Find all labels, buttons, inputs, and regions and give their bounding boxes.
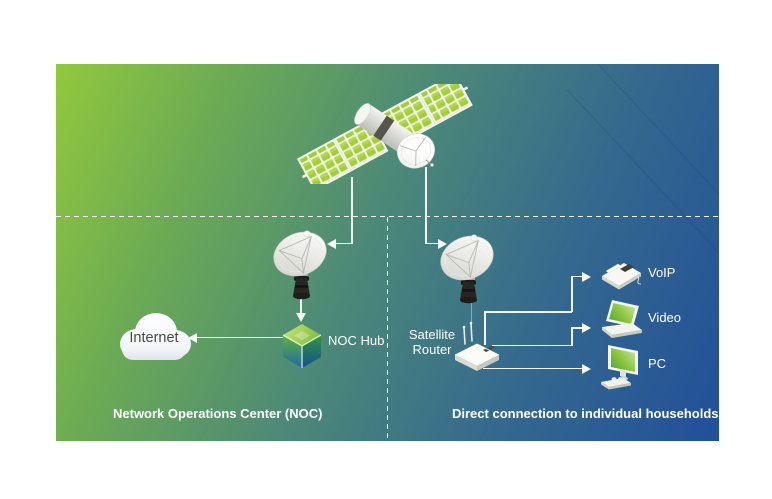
- satellite-dish-icon: [440, 234, 494, 304]
- pc-label: PC: [648, 356, 667, 371]
- arrowhead-right-icon: [582, 323, 591, 333]
- arrowhead-down-icon: [296, 313, 306, 322]
- arrowhead-left-icon: [327, 238, 336, 249]
- connector-router-video: [571, 327, 573, 346]
- desktop-pc-icon: [601, 345, 638, 390]
- connector-satellite-household-dish: [425, 167, 427, 244]
- connector-router-voip: [571, 275, 583, 278]
- connector-satellite-noc-dish: [336, 242, 353, 245]
- router-label-line2: Router: [412, 341, 452, 357]
- voip-phone-icon: [602, 263, 642, 290]
- right-section-title: Direct connection to individual househol…: [452, 406, 719, 421]
- dashed-boundary-horizontal: [56, 215, 719, 218]
- noc-hub-label: NOC Hub: [328, 333, 385, 348]
- decorative-streak: [532, 64, 719, 216]
- connector-router-voip: [484, 311, 572, 313]
- connector-router-video: [571, 327, 583, 329]
- router-icon: [454, 321, 500, 371]
- laptop-icon: [602, 300, 642, 338]
- hub-cube-icon: [282, 324, 322, 368]
- cloud-icon: [120, 313, 191, 360]
- voip-label: VoIP: [648, 265, 676, 280]
- arrowhead-right-icon: [582, 271, 591, 282]
- connector-router-voip: [571, 276, 573, 312]
- connector-satellite-noc-dish: [351, 177, 353, 243]
- connector-satellite-household-dish: [426, 242, 439, 245]
- internet-label: Internet: [129, 330, 179, 346]
- dashed-boundary-vertical: [386, 217, 389, 441]
- satellite-icon: [296, 84, 473, 184]
- router-label: Satellite Router: [404, 327, 460, 357]
- router-label-line1: Satellite: [408, 327, 456, 342]
- connector-dish-router: [471, 289, 472, 335]
- connector-hub-internet: [197, 336, 283, 339]
- left-section-title: Network Operations Center (NOC): [113, 406, 323, 421]
- arrowhead-left-icon: [188, 332, 197, 343]
- network-diagram: Internet NOC Hub Satellite Router: [56, 64, 719, 441]
- decorative-streak: [566, 89, 719, 281]
- connector-router-voip: [484, 311, 486, 345]
- satellite-dish-icon: [273, 230, 327, 300]
- connector-dish-noc-hub: [300, 298, 302, 313]
- connector-router-video: [492, 344, 572, 347]
- arrowhead-right-icon: [438, 238, 447, 249]
- arrowhead-right-icon: [582, 363, 591, 374]
- connector-router-pc: [483, 367, 583, 370]
- video-label: Video: [648, 310, 682, 325]
